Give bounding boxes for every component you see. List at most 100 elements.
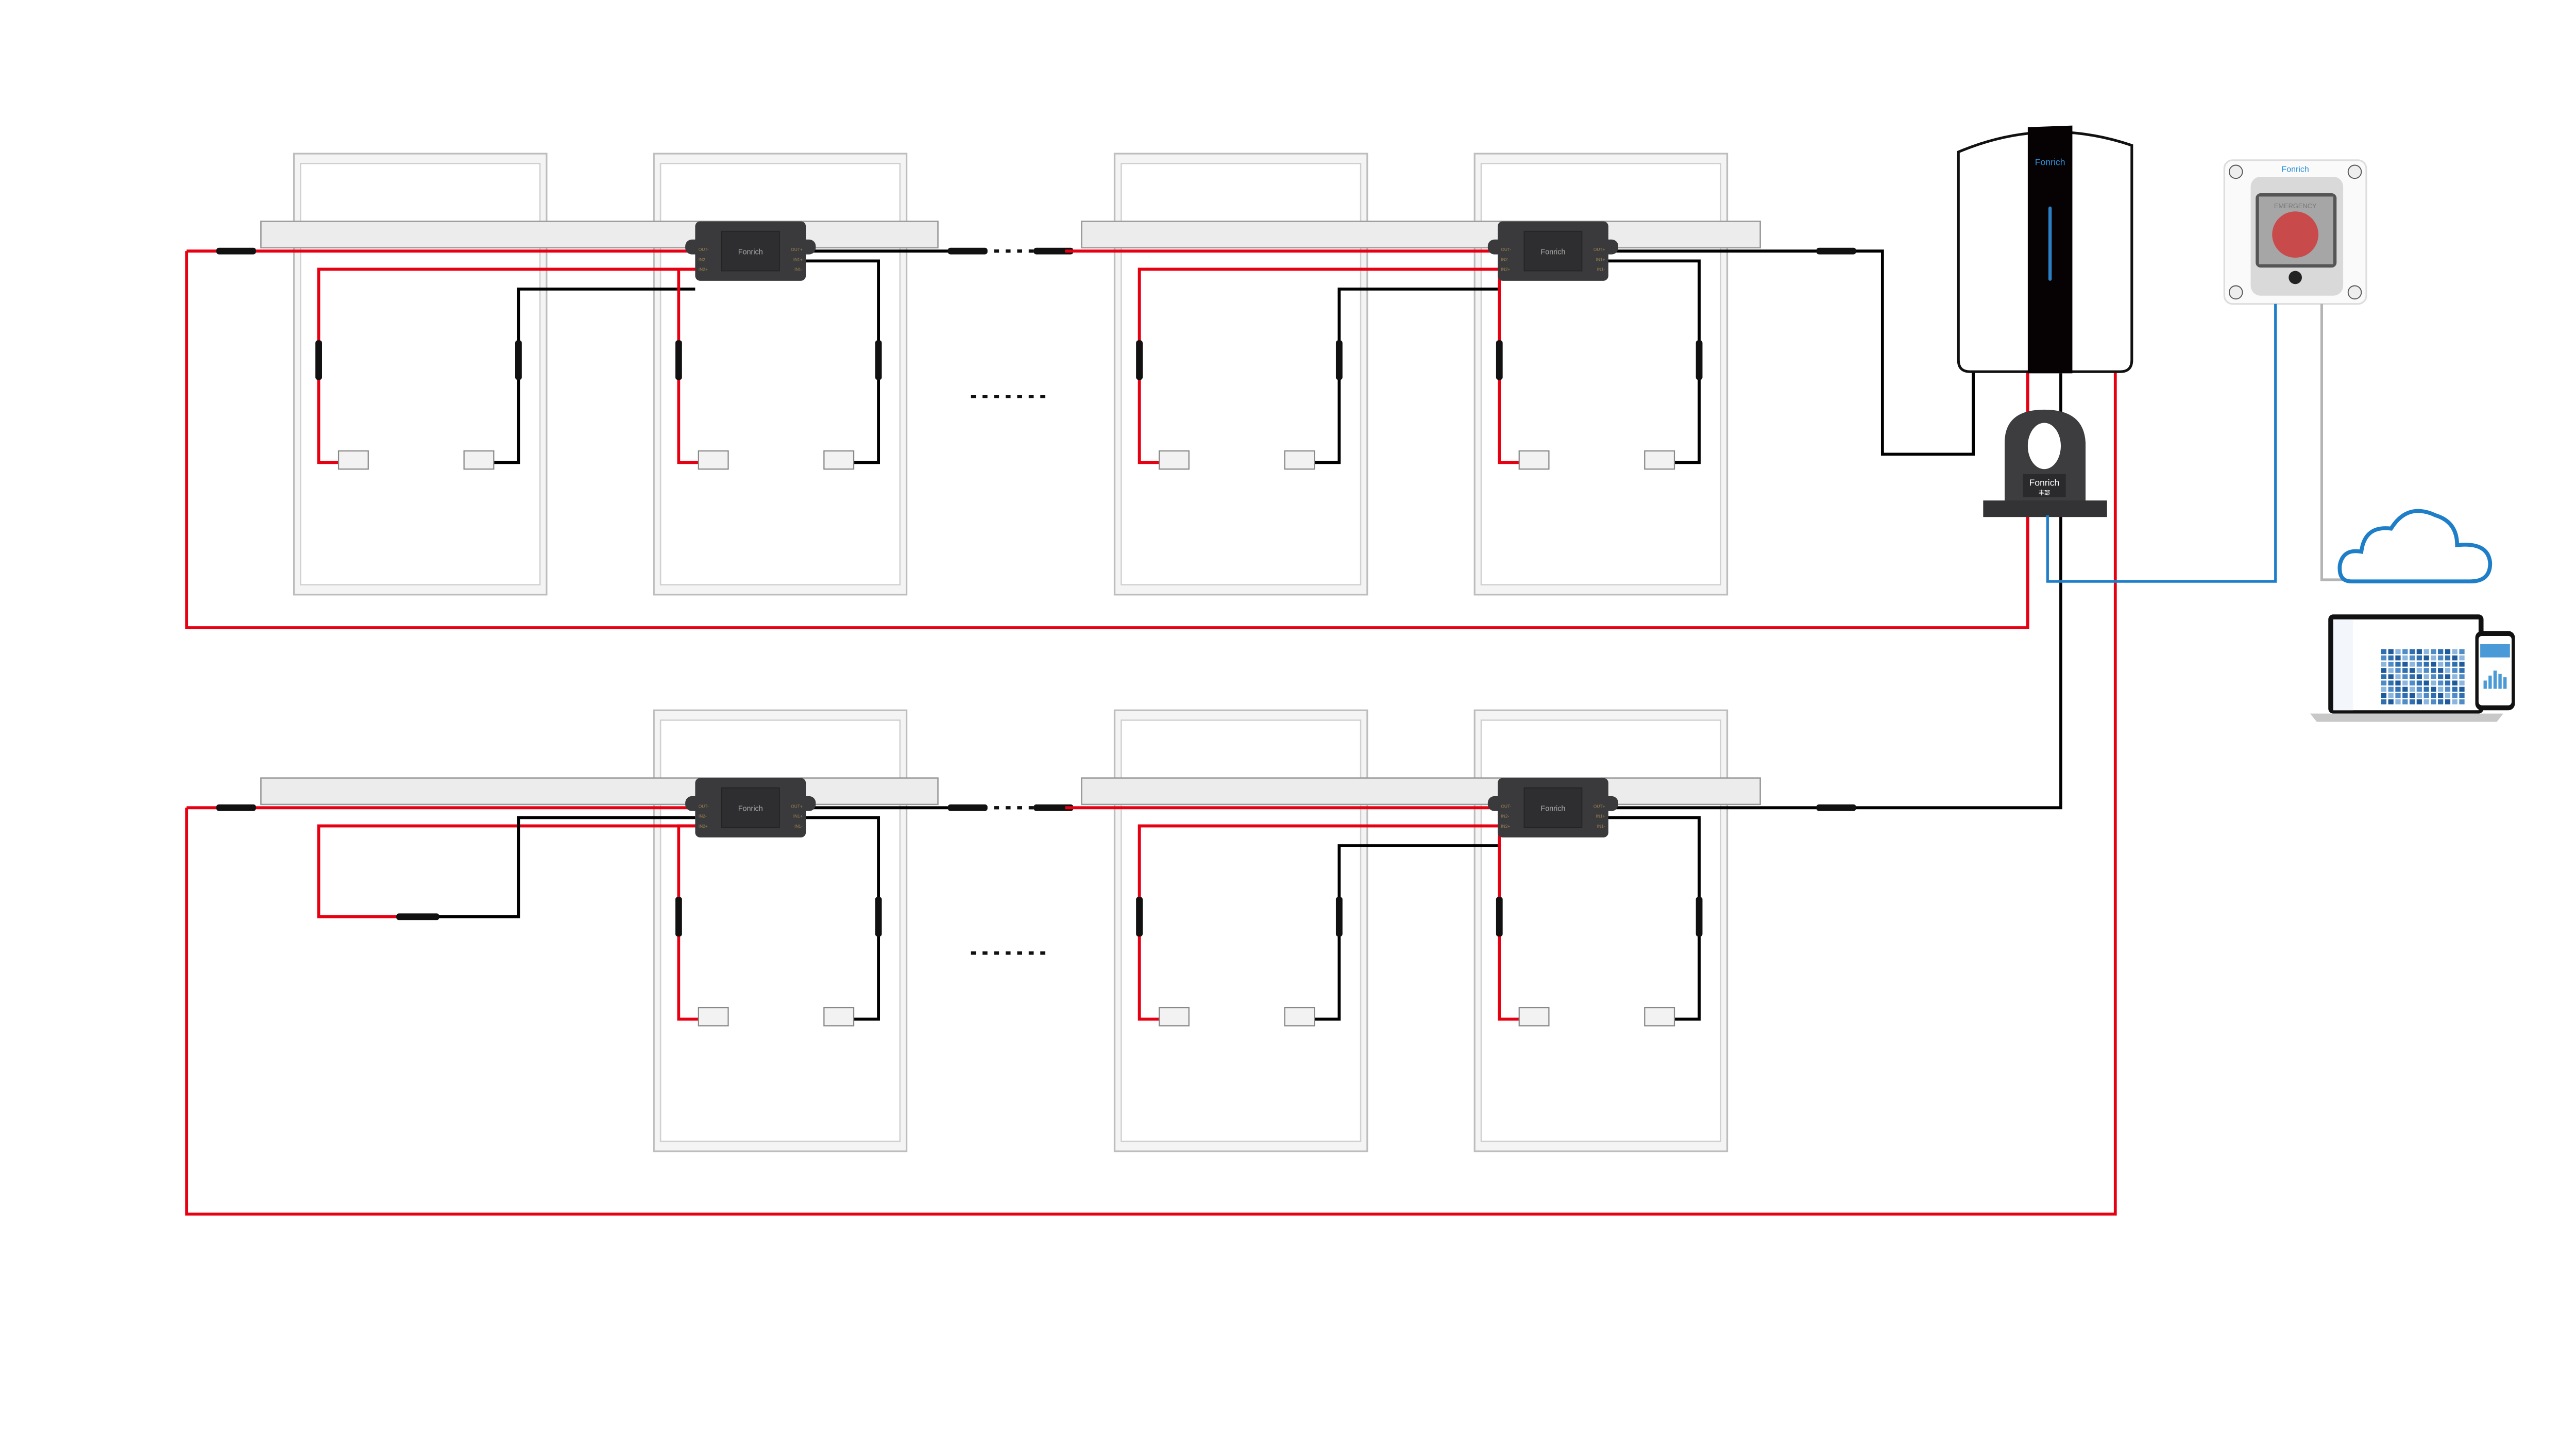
module-cell	[2395, 655, 2401, 661]
module-cell	[2395, 686, 2401, 692]
positive-home-run	[185, 372, 2117, 1216]
module-cell	[2452, 655, 2458, 661]
module-cell	[2445, 699, 2451, 704]
mc4-connector	[1816, 247, 1856, 255]
module-cell	[2452, 680, 2458, 686]
junction-box	[1644, 1007, 1675, 1027]
module-cell	[2452, 661, 2458, 667]
module-cell	[2445, 661, 2451, 667]
module-cell	[2381, 693, 2387, 698]
module-cell	[2402, 699, 2408, 704]
module-cell	[2424, 693, 2429, 698]
mounting-rail	[1081, 777, 1761, 806]
module-cell	[2388, 686, 2394, 692]
switch-logo: Fonrich	[2281, 164, 2309, 174]
ct-logo-subtext: 丰郅	[2039, 490, 2050, 496]
optimizers: FonrichOUT-IN2-IN2+OUT+IN1+IN1-FonrichOU…	[685, 221, 1619, 837]
module-cell	[2409, 680, 2415, 686]
module-cell	[2388, 699, 2394, 704]
module-cell	[2459, 655, 2465, 661]
module-cell	[2452, 674, 2458, 679]
port-label: IN2+	[699, 267, 708, 272]
module-grid	[2381, 649, 2465, 704]
module-cell	[2381, 699, 2387, 704]
module-cell	[2459, 668, 2465, 673]
module-cell	[2388, 655, 2394, 661]
module-cell	[2402, 661, 2408, 667]
port-label: IN1-	[1597, 267, 1605, 272]
module-cell	[2431, 661, 2436, 667]
module-cell	[2388, 680, 2394, 686]
junction-box	[1158, 1007, 1190, 1027]
port-label: OUT+	[1594, 247, 1605, 252]
module-cell	[2452, 693, 2458, 698]
module-cell	[2388, 693, 2394, 698]
module-cell	[2402, 693, 2408, 698]
port-label: OUT-	[699, 247, 709, 252]
module-cell	[2459, 680, 2465, 686]
mc4-connector	[1696, 897, 1703, 937]
port-label: IN2+	[699, 824, 708, 829]
module-cell	[2416, 680, 2422, 686]
module-cell	[2452, 699, 2458, 704]
module-cell	[2381, 674, 2387, 679]
port-label: IN2+	[1501, 267, 1510, 272]
mc4-connector	[1136, 340, 1143, 380]
module-cell	[2459, 699, 2465, 704]
port-label: IN1+	[1596, 814, 1605, 819]
module-cell	[2424, 649, 2429, 655]
gateway-logo: Fonrich	[2035, 157, 2065, 167]
module-cell	[2452, 649, 2458, 655]
module-cell	[2431, 674, 2436, 679]
phone-icon	[2475, 631, 2515, 711]
module-cell	[2416, 699, 2422, 704]
module-cell	[2388, 649, 2394, 655]
module-cell	[2459, 649, 2465, 655]
junction-box	[823, 450, 855, 470]
mc4-connector	[1496, 340, 1503, 380]
laptop-icon	[2310, 614, 2503, 722]
module-cell	[2402, 668, 2408, 673]
mc4-connector	[1816, 804, 1856, 811]
junction-box	[463, 450, 495, 470]
mc4-connector	[1136, 897, 1143, 937]
optimizer-cover	[721, 230, 780, 272]
module-cell	[2409, 661, 2415, 667]
mc4-connector	[1335, 340, 1343, 380]
emergency-stop-icon[interactable]: Fonrich EMERGENCY	[2223, 159, 2367, 305]
module-cell	[2438, 649, 2444, 655]
module-cell	[2409, 686, 2415, 692]
module-cell	[2438, 655, 2444, 661]
cloud-icon	[2337, 509, 2493, 584]
mc4-connector	[1033, 247, 1074, 255]
optimizer-cover	[721, 787, 780, 828]
module-cell	[2416, 661, 2422, 667]
module-cell	[2445, 668, 2451, 673]
pv-panels	[293, 153, 1728, 1152]
mc4-connector	[1496, 897, 1503, 937]
port-label: OUT+	[791, 803, 803, 809]
module-cell	[2459, 693, 2465, 698]
module-cell	[2409, 674, 2415, 679]
port-label: OUT+	[1594, 803, 1605, 809]
junction-box	[1284, 450, 1315, 470]
optimizer-cover	[1523, 230, 1583, 272]
module-cell	[2424, 661, 2429, 667]
port-label: IN2-	[699, 257, 707, 262]
module-cell	[2438, 674, 2444, 679]
mc4-connector	[515, 340, 522, 380]
module-cell	[2424, 680, 2429, 686]
module-cell	[2438, 661, 2444, 667]
junction-box	[1644, 450, 1675, 470]
module-cell	[2445, 680, 2451, 686]
status-light	[2048, 206, 2052, 281]
module-cell	[2381, 680, 2387, 686]
wires	[185, 247, 2117, 1216]
module-cell	[2445, 655, 2451, 661]
mc4-connector	[1335, 897, 1343, 937]
port-label: OUT-	[1501, 803, 1511, 809]
port-label: IN1-	[1597, 824, 1605, 829]
